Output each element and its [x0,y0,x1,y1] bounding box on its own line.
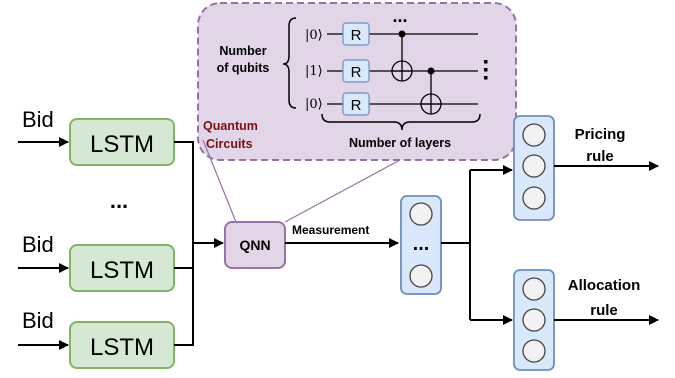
lstm-block: LSTM [69,244,175,292]
neuron [522,339,546,363]
r-gate: R [342,59,370,83]
neuron [522,186,546,210]
qubit-count-label-line1: Number [219,44,266,58]
lstm-to-qnn-connector [174,141,194,346]
cnot-gate-1 [391,30,413,82]
svg-text:LSTM: LSTM [90,131,154,158]
neuron [522,308,546,332]
split-connector [441,170,471,320]
r-gate: R [342,92,370,116]
neuron [522,277,546,301]
allocation-layer [513,269,555,371]
lstm-block: LSTM [69,118,175,166]
layers-brace [321,113,481,131]
r-gate: R [342,22,370,46]
bid-label: Bid [22,232,54,257]
neuron [409,202,433,226]
circuit-ellipsis-horizontal: ... [392,6,407,26]
ket-1: |1⟩ [305,64,323,79]
svg-text:R: R [351,97,362,114]
quantum-circuits-label-line1: Quantum [203,119,258,133]
pricing-rule-label-line1: Pricing [575,126,626,143]
svg-text:R: R [351,64,362,81]
neuron [522,154,546,178]
measurement-label: Measurement [292,223,369,237]
allocation-rule-label-line2: rule [590,302,618,319]
svg-text:LSTM: LSTM [90,334,154,361]
qubit-brace [282,17,297,109]
svg-text:QNN: QNN [239,237,270,253]
pricing-layer [513,115,555,221]
neuron [522,123,546,147]
qubit-count-label-line2: of qubits [217,61,270,75]
bid-label: Bid [22,107,54,132]
ket-0: |0⟩ [305,28,323,43]
lstm-block: LSTM [69,321,175,369]
neuron [409,264,433,288]
circuit-ellipsis-vertical [484,60,488,80]
allocation-rule-label-line1: Allocation [568,277,641,294]
bid-label: Bid [22,308,54,333]
svg-text:LSTM: LSTM [90,257,154,284]
layers-label: Number of layers [349,136,451,150]
quantum-circuits-label-line2: Circuits [206,137,253,151]
cnot-gate-2 [420,67,442,115]
svg-text:R: R [351,27,362,44]
qnn-block: QNN [224,221,286,269]
ket-2: |0⟩ [305,97,323,112]
panel-connector-left [202,139,237,223]
lstm-ellipsis: ... [110,188,128,213]
neuron-ellipsis: ... [413,233,430,255]
pricing-rule-label-line2: rule [586,148,614,165]
measurement-layer: ... [400,195,442,295]
panel-connector-right [284,159,401,223]
